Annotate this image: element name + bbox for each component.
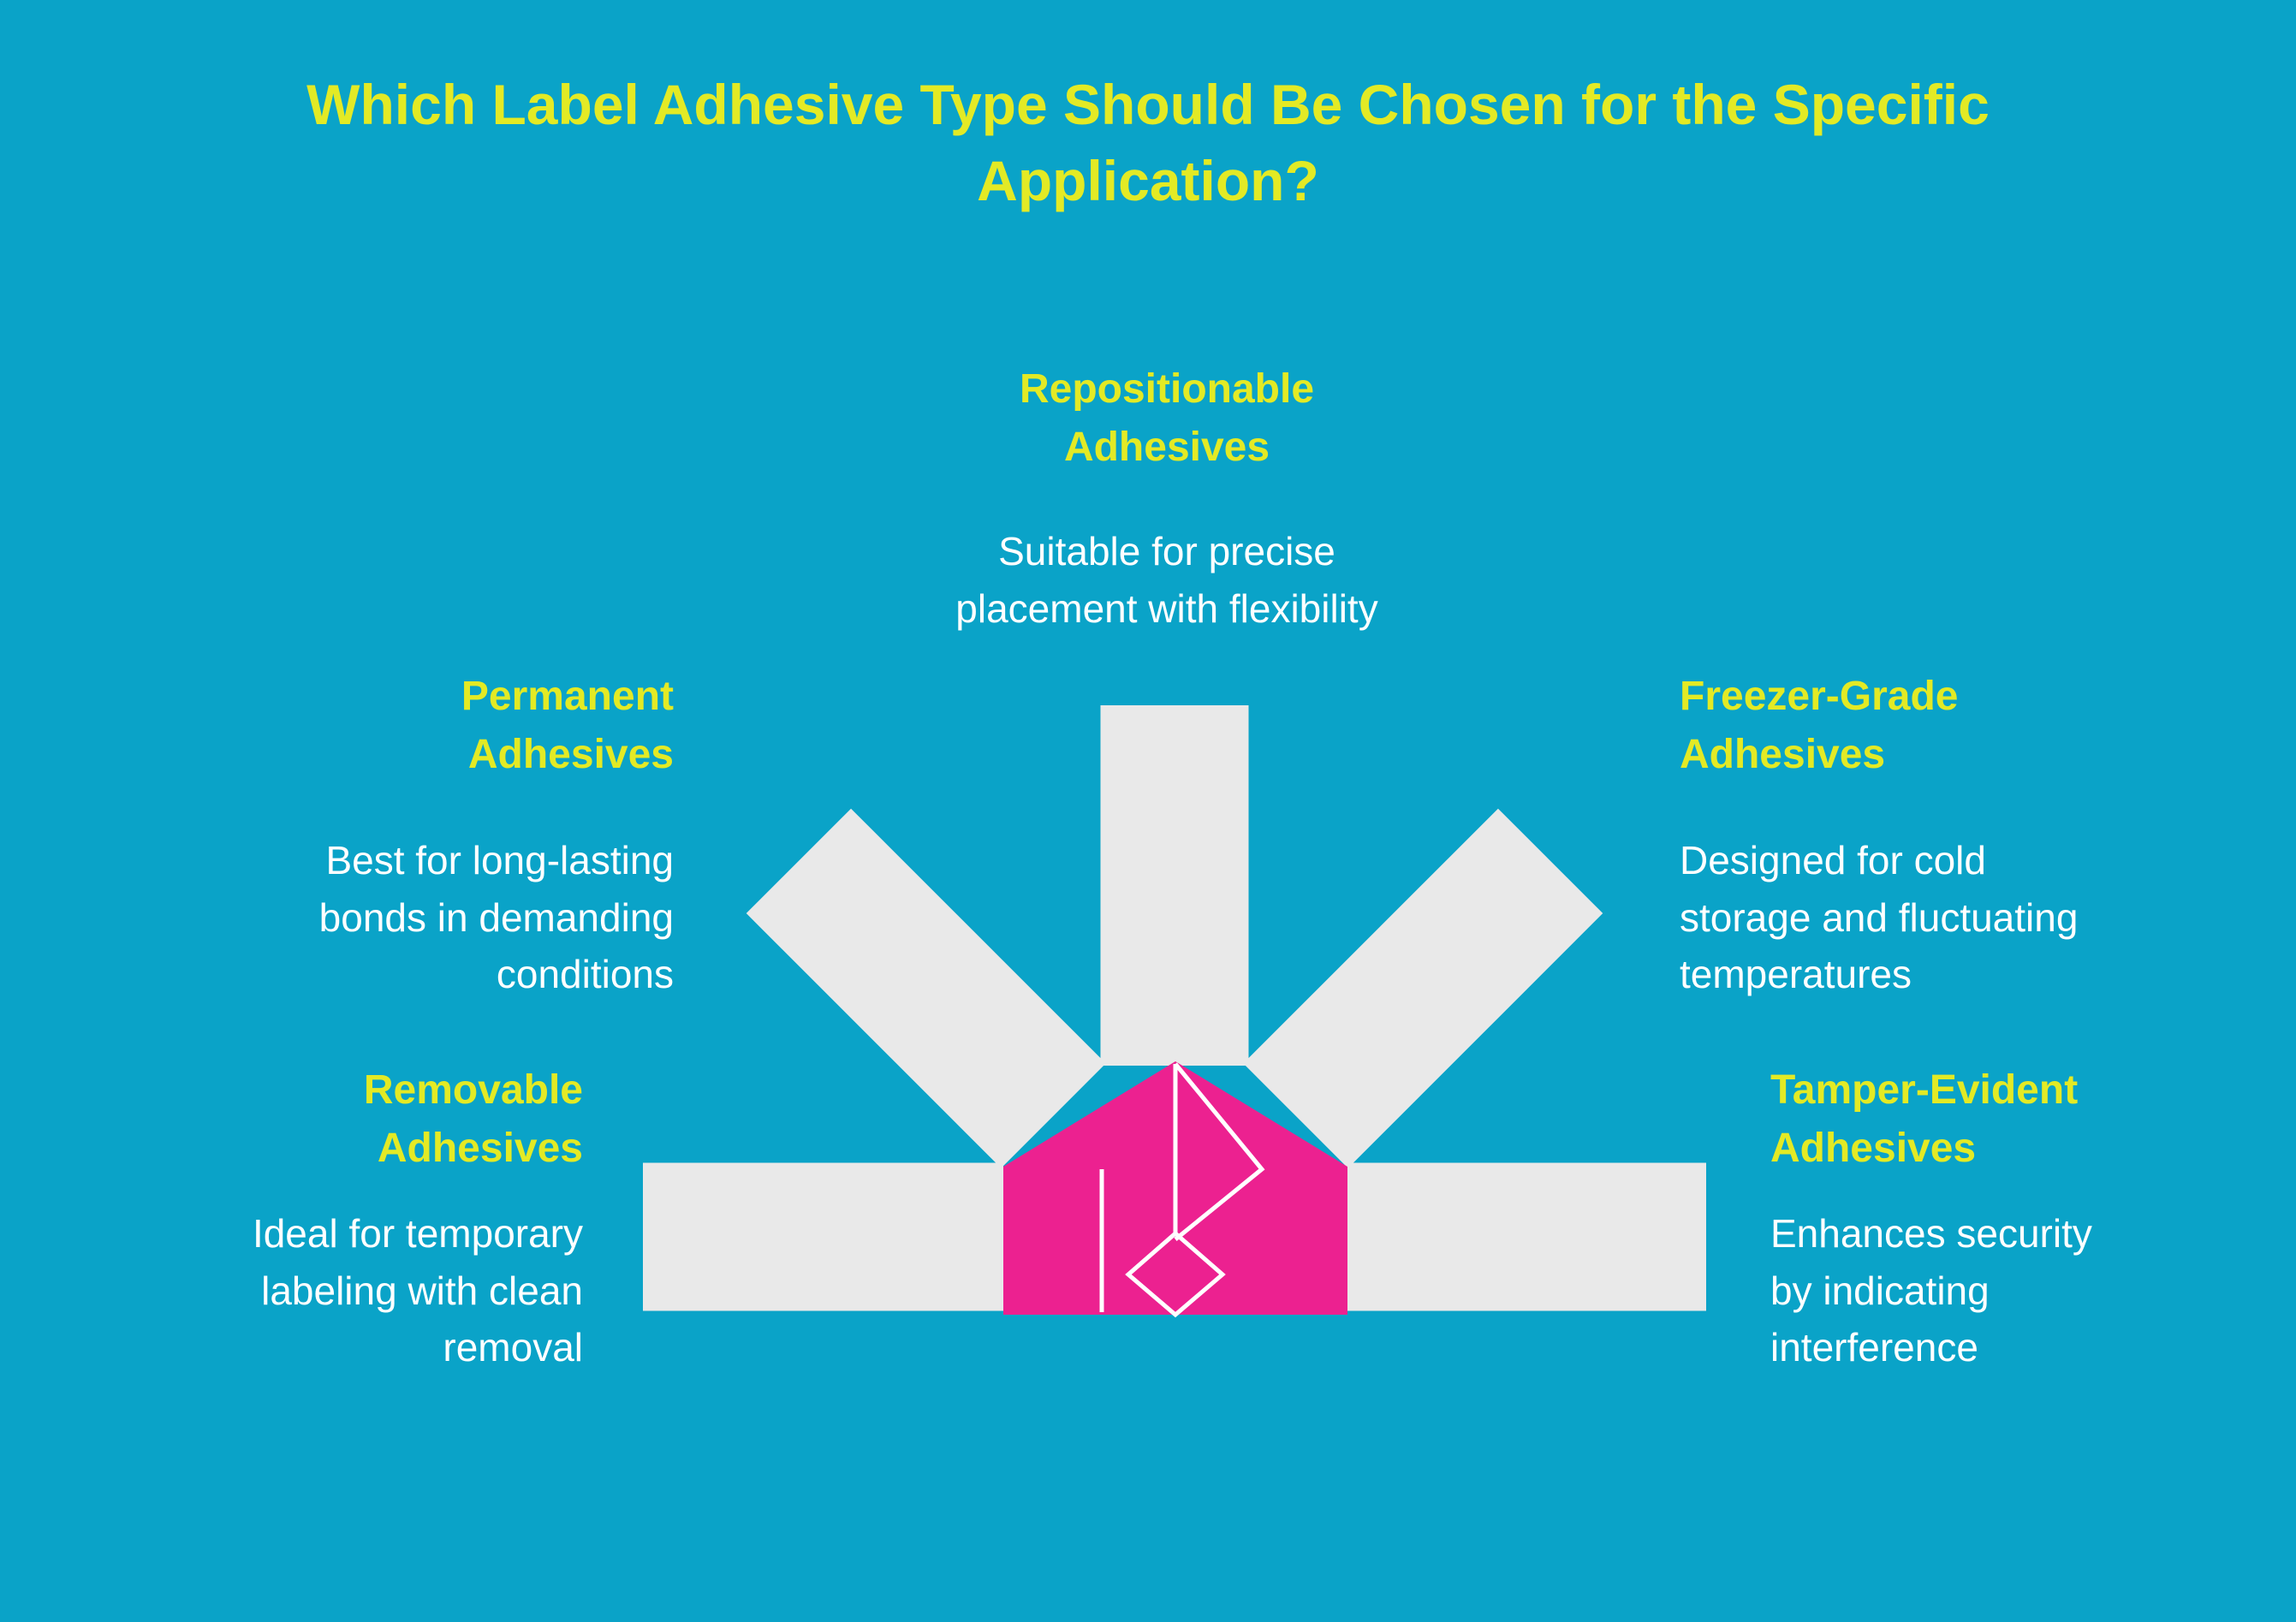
description-freezer-grade-adhesives: Designed for cold storage and fluctuatin… xyxy=(1680,838,2079,997)
arm-upper-right-icon xyxy=(1243,808,1603,1168)
arm-left-icon xyxy=(643,1162,1003,1311)
description-tamper-evident-adhesives: Enhances security by indicating interfer… xyxy=(1770,1211,2092,1370)
heading-freezer-grade-adhesives: Freezer-Grade Adhesives xyxy=(1680,674,1959,778)
heading-tamper-evident-adhesives: Tamper-Evident Adhesives xyxy=(1770,1067,2079,1172)
heading-removable-adhesives: Removable Adhesives xyxy=(363,1067,583,1172)
page-title: Which Label Adhesive Type Should Be Chos… xyxy=(306,73,1990,213)
description-repositionable-adhesives: Suitable for precise placement with flex… xyxy=(955,529,1378,631)
arm-up-icon xyxy=(1100,705,1249,1066)
description-removable-adhesives: Ideal for temporary labeling with clean … xyxy=(252,1211,583,1370)
heading-permanent-adhesives: Permanent Adhesives xyxy=(461,674,674,778)
folded-arrows-icon xyxy=(1099,1062,1265,1318)
arm-right-icon xyxy=(1346,1162,1706,1311)
arm-upper-left-icon xyxy=(746,808,1106,1168)
hub-pentagon-icon xyxy=(1003,1061,1347,1315)
description-permanent-adhesives: Best for long-lasting bonds in demanding… xyxy=(318,838,674,997)
heading-repositionable-adhesives: Repositionable Adhesives xyxy=(1019,366,1315,471)
